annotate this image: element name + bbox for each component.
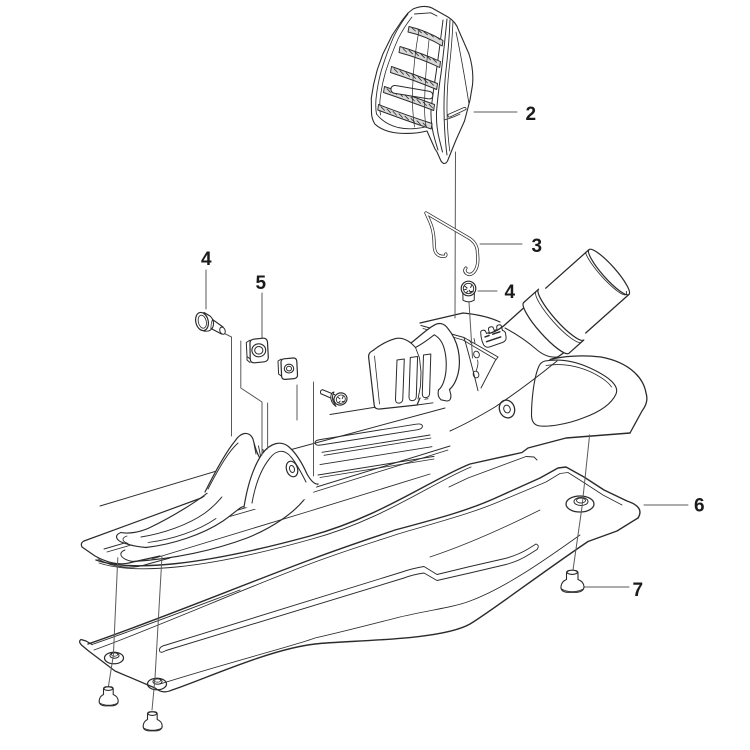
svg-text:5: 5 xyxy=(256,273,267,294)
svg-text:4: 4 xyxy=(201,249,212,270)
svg-text:3: 3 xyxy=(532,236,543,257)
svg-text:6: 6 xyxy=(694,496,705,517)
svg-text:7: 7 xyxy=(633,580,644,601)
svg-text:4: 4 xyxy=(505,282,516,303)
svg-text:2: 2 xyxy=(526,104,537,125)
